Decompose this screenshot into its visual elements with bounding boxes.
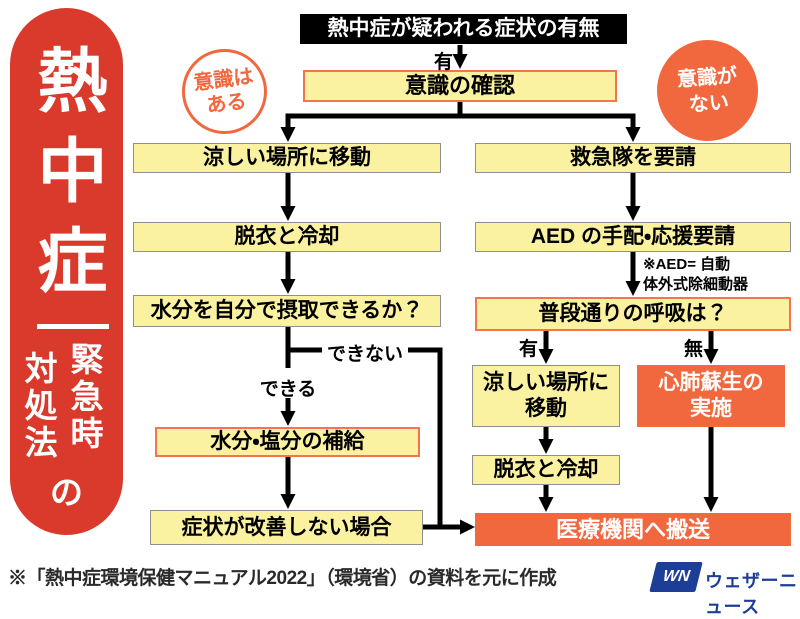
pill-divider — [37, 324, 109, 329]
source-attribution: ※「熱中症環境保健マニュアル2022」（環境省）の資料を元に作成 — [8, 568, 557, 589]
weathernews-logo-text: ウェザーニュース — [705, 571, 798, 617]
node-right-call-ambulance: 救急隊を要請 — [475, 143, 791, 173]
pill-subtitle-right: 緊急時 — [66, 342, 103, 453]
node-left-intake-question: 水分を自分で摂取できるか？ — [133, 295, 441, 327]
edge-label-symptoms-yes: 有 — [433, 52, 453, 73]
aed-footnote: ※AED= 自動 体外式除細動器 — [643, 256, 749, 293]
title-pill: 熱中症 緊急時 対処法 の — [10, 8, 123, 535]
node-left-no-improvement: 症状が改善しない場合 — [150, 510, 423, 545]
badge-unconscious: 意識が ない — [657, 40, 758, 141]
node-left-refill: 水分・塩分の補給 — [155, 427, 420, 457]
badge-conscious-label: 意識は ある — [191, 65, 255, 117]
badge-conscious: 意識は ある — [182, 49, 267, 134]
node-right-aed: AED の手配・応援要請 — [475, 222, 791, 252]
edge-label-breathing-no: 無 — [683, 339, 703, 360]
edge-label-cannot: できない — [322, 339, 409, 366]
node-right-cpr: 心肺蘇生の 実施 — [637, 365, 785, 427]
node-right-move-cool: 涼しい場所に 移動 — [472, 365, 620, 427]
node-left-undress-cool: 脱衣と冷却 — [133, 222, 441, 252]
node-transport: 医療機関へ搬送 — [475, 513, 791, 546]
node-right-undress-cool: 脱衣と冷却 — [472, 455, 620, 485]
weathernews-logo-mark-label: WN — [661, 568, 691, 585]
pill-subtitle-tail: の — [50, 474, 83, 511]
weathernews-logo-icon: WN — [649, 562, 703, 592]
node-consciousness-check: 意識の確認 — [303, 70, 617, 102]
node-start: 熱中症が疑われる症状の有無 — [300, 14, 627, 44]
node-left-move-cool: 涼しい場所に移動 — [133, 143, 441, 173]
edge-label-can: できる — [259, 379, 317, 400]
edge-label-breathing-yes: 有 — [518, 339, 538, 360]
pill-subtitle-left: 対処法 — [20, 351, 57, 462]
node-right-breathing-question: 普段通りの呼吸は？ — [475, 297, 791, 331]
badge-unconscious-label: 意識が ない — [675, 64, 738, 116]
pill-title: 熱中症 — [28, 44, 106, 314]
